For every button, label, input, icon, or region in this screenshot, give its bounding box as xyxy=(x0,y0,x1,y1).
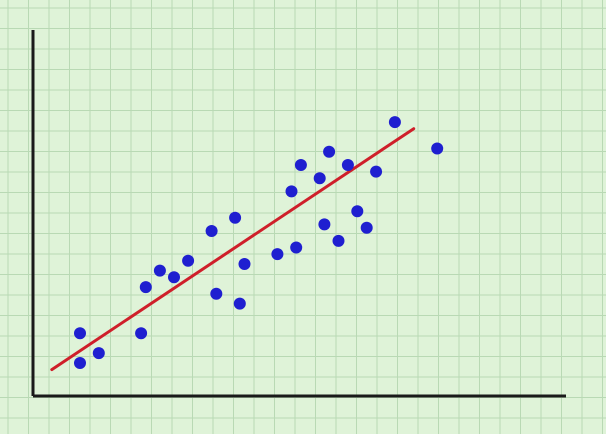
trend-line-group xyxy=(50,127,416,372)
data-point xyxy=(271,248,284,261)
data-point xyxy=(370,165,383,178)
data-point xyxy=(313,172,326,185)
data-point xyxy=(285,185,298,198)
trend-line xyxy=(50,127,416,372)
data-point xyxy=(238,258,251,270)
data-point xyxy=(351,205,364,218)
data-point xyxy=(431,142,444,155)
data-point xyxy=(210,287,223,300)
data-point xyxy=(92,347,105,360)
data-point xyxy=(74,357,86,369)
data-point xyxy=(294,159,307,171)
data-point xyxy=(168,271,180,284)
data-point xyxy=(74,327,86,340)
data-point xyxy=(135,327,148,340)
data-point xyxy=(139,281,152,294)
data-point xyxy=(153,264,166,277)
data-point xyxy=(290,241,303,254)
data-point xyxy=(360,221,373,234)
data-point xyxy=(205,225,218,237)
data-point xyxy=(229,211,242,224)
data-point xyxy=(332,234,345,247)
axes xyxy=(31,30,566,398)
data-point xyxy=(318,218,331,231)
data-point xyxy=(182,254,195,267)
data-point xyxy=(323,145,336,158)
data-point xyxy=(388,116,401,129)
data-point xyxy=(341,159,354,171)
data-points xyxy=(74,116,444,369)
data-point xyxy=(233,297,246,310)
